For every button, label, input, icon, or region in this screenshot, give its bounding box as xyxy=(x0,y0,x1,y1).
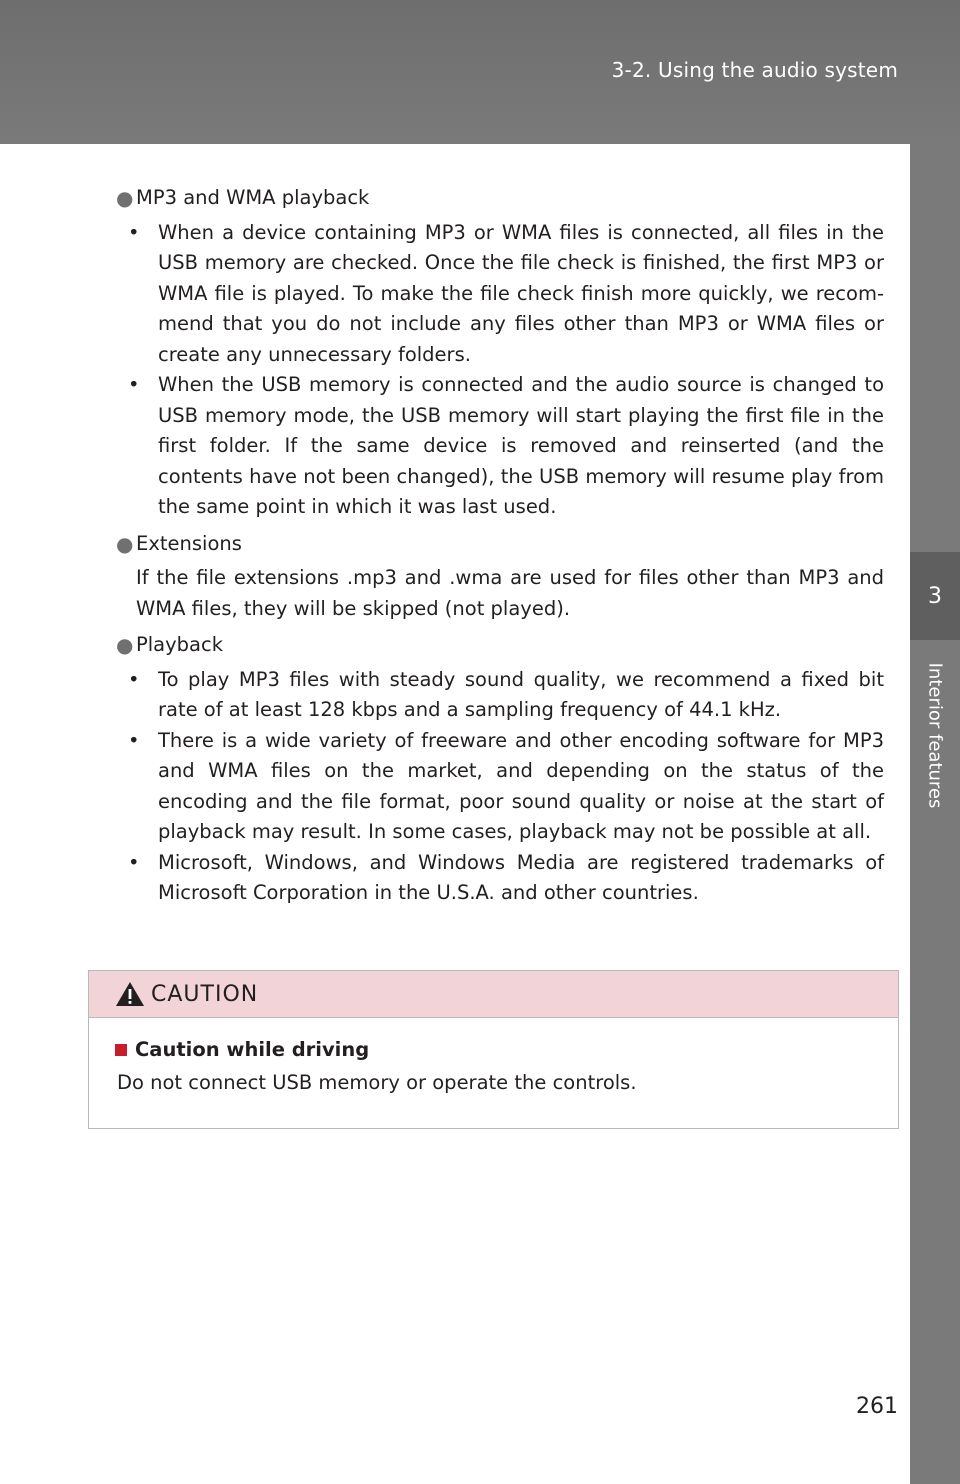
bullet-list: • To play MP3 files with steady sound qu… xyxy=(116,665,884,909)
list-item-text: When a device containing MP3 or WMA file… xyxy=(158,220,884,366)
page-header: 3-2. Using the audio system xyxy=(0,0,960,144)
dot-bullet-icon: • xyxy=(128,667,140,691)
chapter-number: 3 xyxy=(910,552,960,640)
caution-box: CAUTION Caution while driving Do not con… xyxy=(88,970,899,1129)
caution-title: CAUTION xyxy=(151,981,259,1007)
main-content: ● MP3 and WMA playback • When a device c… xyxy=(116,183,884,915)
caution-header: CAUTION xyxy=(89,971,898,1018)
caution-subheading-text: Caution while driving xyxy=(135,1038,370,1061)
paragraph: If the file extensions .mp3 and .wma are… xyxy=(136,566,884,620)
dot-bullet-icon: • xyxy=(128,373,140,396)
section-title: 3-2. Using the audio system xyxy=(611,58,898,82)
list-item: • When a device containing MP3 or WMA fi… xyxy=(128,218,884,371)
caution-subheading: Caution while driving xyxy=(115,1038,898,1061)
warning-triangle-icon xyxy=(116,982,144,1006)
section-heading: ● Playback xyxy=(116,630,884,661)
caution-text: Do not connect USB memory or operate the… xyxy=(117,1071,637,1094)
side-tab xyxy=(910,144,960,1484)
list-item-text: Microsoft, Windows, and Windows Media ar… xyxy=(158,850,884,905)
dot-bullet-icon: • xyxy=(128,728,140,752)
section-heading: ● MP3 and WMA playback xyxy=(116,183,884,214)
list-item: • When the USB memory is connected and t… xyxy=(128,370,884,523)
circle-bullet-icon: ● xyxy=(116,633,134,657)
list-item: • To play MP3 files with steady sound qu… xyxy=(128,665,884,726)
circle-bullet-icon: ● xyxy=(116,531,134,556)
list-item-text: When the USB memory is connected and the… xyxy=(158,373,884,518)
list-item: • There is a wide variety of freeware an… xyxy=(128,726,884,848)
section-heading-text: Extensions xyxy=(136,531,242,555)
section-heading-text: Playback xyxy=(136,633,224,656)
bullet-list: • When a device containing MP3 or WMA fi… xyxy=(116,218,884,523)
caution-body: Caution while driving Do not connect USB… xyxy=(89,1018,898,1094)
section-heading-text: MP3 and WMA playback xyxy=(136,186,370,209)
list-item-text: There is a wide variety of freeware and … xyxy=(158,728,884,844)
page-number: 261 xyxy=(856,1394,898,1419)
dot-bullet-icon: • xyxy=(128,220,140,244)
chapter-label-container: Interior features xyxy=(910,640,960,830)
section-heading: ● Extensions xyxy=(116,529,884,560)
list-item: • Microsoft, Windows, and Windows Media … xyxy=(128,848,884,909)
red-square-icon xyxy=(115,1043,127,1056)
circle-bullet-icon: ● xyxy=(116,186,134,210)
chapter-label: Interior features xyxy=(924,662,946,808)
dot-bullet-icon: • xyxy=(128,850,140,874)
list-item-text: To play MP3 files with steady sound qual… xyxy=(158,667,884,722)
